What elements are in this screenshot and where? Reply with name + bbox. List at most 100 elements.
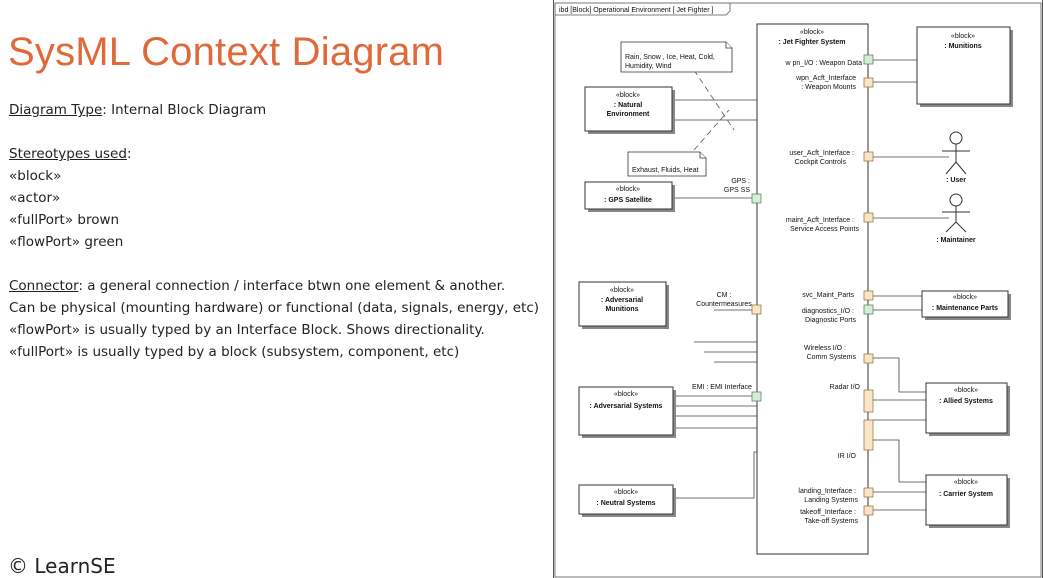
port-label-diagnostics-2: Diagnostic Ports bbox=[805, 317, 856, 324]
port-label-svc-parts: svc_Maint_Parts bbox=[802, 292, 854, 299]
allied-stereotype: «block» bbox=[954, 387, 978, 394]
fullport-cockpit[interactable] bbox=[863, 151, 874, 162]
fullport-weapon-mounts[interactable] bbox=[863, 77, 874, 88]
stereotype-flowport: «flowPort» green bbox=[9, 234, 124, 250]
block-gps-satellite[interactable] bbox=[584, 181, 673, 210]
munitions-stereotype: «block» bbox=[951, 33, 975, 40]
fullport-service[interactable] bbox=[863, 212, 874, 223]
port-label-gps-1: GPS : bbox=[731, 178, 750, 185]
diagram-type-label: Diagram Type bbox=[9, 102, 103, 118]
connector-detail-1: Can be physical (mounting hardware) or f… bbox=[9, 300, 540, 316]
port-label-wireless-1: Wireless I/O : bbox=[804, 345, 846, 352]
fullport-takeoff[interactable] bbox=[863, 505, 874, 516]
connector-detail-2: «flowPort» is usually typed by an Interf… bbox=[9, 322, 485, 338]
note-weather-2: Humidity, Wind bbox=[625, 63, 672, 70]
stereotypes-colon: : bbox=[126, 146, 132, 162]
neutral-name: : Neutral Systems bbox=[596, 500, 655, 507]
port-label-cm-2: Countermeasures bbox=[696, 301, 752, 308]
adv-munitions-stereotype: «block» bbox=[610, 287, 634, 294]
port-label-landing-1: landing_Interface : bbox=[798, 488, 856, 495]
fullport-cm[interactable] bbox=[751, 304, 762, 315]
port-label-weapon-mounts-1: wpn_Acft_Interface bbox=[795, 75, 856, 82]
block-carrier-system[interactable] bbox=[925, 474, 1008, 526]
munitions-name: : Munitions bbox=[944, 43, 981, 50]
copyright: © LearnSE bbox=[8, 554, 116, 578]
adv-munitions-name-1: : Adversarial bbox=[601, 297, 643, 304]
gps-name: : GPS Satellite bbox=[604, 197, 652, 204]
port-label-weapon-mounts-2: : Weapon Mounts bbox=[801, 84, 856, 91]
carrier-stereotype: «block» bbox=[954, 479, 978, 486]
ports bbox=[751, 54, 874, 516]
stereotype-fullport: «fullPort» brown bbox=[9, 212, 120, 228]
port-label-service-1: maint_Acft_Interface : bbox=[786, 217, 854, 224]
actor-maintainer[interactable] bbox=[942, 193, 970, 233]
actor-user-label: : User bbox=[946, 177, 966, 184]
note-weather bbox=[620, 41, 733, 73]
connector-label: Connector bbox=[9, 278, 79, 294]
port-label-takeoff-1: takeoff_Interface : bbox=[800, 509, 856, 516]
natural-name-1: : Natural bbox=[614, 102, 642, 109]
port-label-cm-1: CM : bbox=[717, 292, 732, 299]
fullport-wireless[interactable] bbox=[863, 353, 874, 364]
ibd-diagram: ibd [Block] Operational Environment [ Je… bbox=[553, 0, 1043, 578]
stereotype-actor: «actor» bbox=[9, 190, 61, 206]
block-adversarial-munitions[interactable] bbox=[578, 281, 667, 327]
port-label-cockpit-1: user_Acft_Interface : bbox=[789, 150, 854, 157]
gps-stereotype: «block» bbox=[616, 186, 640, 193]
stereotype-block: «block» bbox=[9, 168, 62, 184]
main-block-stereotype: «block» bbox=[800, 29, 824, 36]
fullport-ir[interactable] bbox=[863, 419, 874, 451]
block-maintenance-parts[interactable] bbox=[921, 290, 1009, 318]
diagram-header: ibd [Block] Operational Environment [ Je… bbox=[559, 7, 714, 14]
connector-detail-3: «fullPort» is usually typed by a block (… bbox=[9, 344, 460, 360]
diagram-header-tab bbox=[555, 3, 731, 16]
neutral-stereotype: «block» bbox=[614, 489, 638, 496]
port-label-weapon-data: w pn_I/O : Weapon Data bbox=[784, 60, 862, 67]
note-weather-1: Rain, Snow , Ice, Heat, Cold, bbox=[625, 54, 715, 61]
flowport-gps[interactable] bbox=[751, 193, 762, 204]
fullport-landing[interactable] bbox=[863, 487, 874, 498]
slide-title: SysML Context Diagram bbox=[8, 30, 445, 74]
natural-name-2: Environment bbox=[607, 111, 650, 118]
flowport-weapon-data[interactable] bbox=[863, 54, 874, 65]
main-block-name: : Jet Fighter System bbox=[779, 39, 846, 46]
port-label-wireless-2: Comm Systems bbox=[807, 354, 857, 361]
connector-text: : a general connection / interface btwn … bbox=[78, 278, 506, 294]
flowport-diagnostics[interactable] bbox=[863, 304, 874, 315]
stereotypes-label: Stereotypes used bbox=[9, 146, 127, 162]
natural-stereotype: «block» bbox=[616, 92, 640, 99]
adv-systems-name: : Adversarial Systems bbox=[590, 403, 663, 410]
port-label-service-2: Service Access Points bbox=[790, 226, 859, 233]
note-exhaust-text: Exhaust, Fluids, Heat bbox=[632, 167, 699, 174]
block-jet-fighter-system[interactable] bbox=[756, 23, 869, 555]
port-label-gps-2: GPS SS bbox=[724, 187, 750, 194]
port-label-cockpit-2: Cockpit Controls bbox=[795, 159, 847, 166]
maint-parts-name: : Maintenance Parts bbox=[932, 305, 998, 312]
carrier-name: : Carrier System bbox=[939, 491, 993, 498]
port-label-emi: EMI : EMI Interface bbox=[692, 384, 752, 391]
block-adversarial-systems[interactable] bbox=[578, 386, 674, 436]
adv-systems-stereotype: «block» bbox=[614, 391, 638, 398]
maint-parts-stereotype: «block» bbox=[953, 294, 977, 301]
port-label-landing-2: Landing Systems bbox=[804, 497, 858, 504]
note-exhaust bbox=[627, 151, 707, 177]
port-label-ir: IR I/O bbox=[838, 453, 857, 460]
port-label-radar: Radar I/O bbox=[830, 384, 861, 391]
fullport-svc-parts[interactable] bbox=[863, 290, 874, 301]
block-allied-systems[interactable] bbox=[925, 382, 1008, 434]
flowport-emi[interactable] bbox=[751, 391, 762, 402]
actor-user[interactable] bbox=[942, 131, 970, 175]
fullport-radar[interactable] bbox=[863, 389, 874, 413]
port-label-takeoff-2: Take-off Systems bbox=[804, 518, 858, 525]
block-neutral-systems[interactable] bbox=[578, 484, 674, 515]
ibd-svg: ibd [Block] Operational Environment [ Je… bbox=[554, 2, 1042, 578]
diagram-frame-border bbox=[554, 2, 1042, 578]
adv-munitions-name-2: Munitions bbox=[605, 306, 638, 313]
diagram-type-value: : Internal Block Diagram bbox=[102, 102, 267, 118]
block-natural-environment[interactable] bbox=[584, 86, 673, 132]
block-munitions[interactable] bbox=[916, 26, 1011, 105]
port-label-diagnostics-1: diagnostics_I/O : bbox=[802, 308, 854, 315]
actor-maintainer-label: : Maintainer bbox=[936, 237, 976, 244]
stereotypes-heading: Stereotypes used: bbox=[9, 146, 132, 162]
